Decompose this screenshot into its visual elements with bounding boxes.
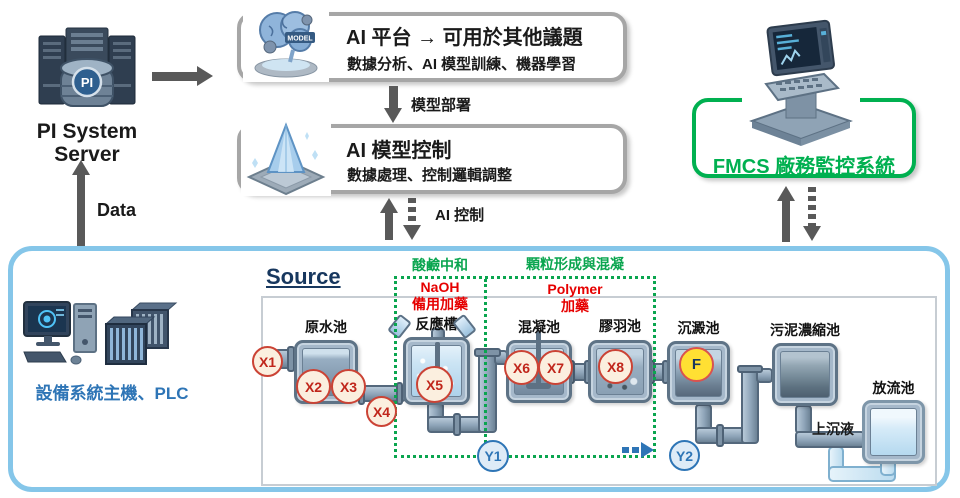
arrow-ai-control-up-head <box>380 198 398 213</box>
model-badge: MODEL <box>287 36 313 43</box>
tank-discharge <box>862 400 925 464</box>
arrow-ai-control-down <box>408 198 416 226</box>
pipe-flange <box>453 413 461 436</box>
zone2-chemical: Polymer <box>547 281 603 297</box>
plc-station-label: 設備系統主機、PLC <box>35 384 189 403</box>
ai-model-subtitle: 數據處理、控制邏輯調整 <box>347 167 513 184</box>
ai-platform-title: AI 平台 → 可用於其他議題 <box>346 27 583 49</box>
fmcs-console-icon <box>742 18 860 146</box>
tank-thickener <box>772 343 838 406</box>
tank-label-flocculation: 膠羽池 <box>599 318 641 334</box>
plc-icon <box>102 300 178 368</box>
zone2-action: 加藥 <box>561 298 589 314</box>
zone1-action: 備用加藥 <box>412 296 468 312</box>
model-deploy-label: 模型部署 <box>411 97 472 114</box>
arrow-data-head <box>72 160 90 175</box>
tank-label-thickener: 污泥濃縮池 <box>770 322 840 338</box>
zone2-label: 顆粒形成與混凝 <box>526 256 624 272</box>
arrow-fmcs-up-head <box>777 186 795 201</box>
workstation-icon <box>22 296 100 366</box>
pi-server-label: PI System Server <box>36 120 138 166</box>
pipe-thickener-down <box>795 405 812 434</box>
tank-label-discharge: 放流池 <box>872 380 915 396</box>
tank-label-raw: 原水池 <box>305 319 347 335</box>
sensor-marker-x8: X8 <box>598 349 633 384</box>
fmcs-label: FMCS 廠務監控系統 <box>712 156 896 178</box>
pipe-flange <box>737 365 763 373</box>
sensor-marker-x4: X4 <box>366 396 397 427</box>
data-label: Data <box>97 200 137 220</box>
pi-badge: PI <box>81 75 93 90</box>
arrow-pi-to-platform-head <box>197 66 213 86</box>
mixer-paddle-coag <box>526 383 551 389</box>
arrow-data <box>77 173 85 246</box>
arrow-pi-to-platform <box>152 72 198 81</box>
arrow-model-deploy-head <box>384 108 402 123</box>
y2-arrow-head <box>641 442 654 458</box>
sensor-marker-x6: X6 <box>504 350 539 385</box>
arrow-fmcs-down <box>808 187 816 227</box>
pipe-flange <box>474 348 501 357</box>
dosing-zone-divider <box>484 279 487 455</box>
zone1-chemical: NaOH <box>420 279 460 295</box>
tank-label-sedimentation: 沉澱池 <box>677 320 720 336</box>
sensor-marker-x7: X7 <box>538 350 573 385</box>
pi-server-icon: PI <box>36 24 138 118</box>
source-title: Source <box>266 264 341 289</box>
sensor-marker-x3: X3 <box>331 369 366 404</box>
arrow-fmcs-down-head <box>803 226 821 241</box>
ai-platform-subtitle: 數據分析、AI 模型訓練、機器學習 <box>347 56 577 73</box>
arrow-ai-control-down-head <box>403 225 421 240</box>
dosing-zone-outline <box>394 276 656 458</box>
output-marker-y2: Y2 <box>669 440 700 471</box>
sensor-marker-x1: X1 <box>252 346 283 377</box>
pipe-flange <box>716 424 724 447</box>
ai-crystal-icon <box>241 120 331 196</box>
pipe-flange <box>396 382 403 405</box>
ai-brain-icon: MODEL <box>243 2 329 82</box>
sensor-marker-x5: X5 <box>416 366 453 403</box>
arrow-ai-control-up <box>385 211 393 240</box>
arrow-fmcs-up <box>782 199 790 242</box>
zone1-label: 酸鹼中和 <box>412 257 468 273</box>
sensor-marker-x2: X2 <box>296 369 331 404</box>
supernatant-label: 上沉液 <box>812 421 854 437</box>
arrow-model-deploy <box>389 86 398 110</box>
tank-label-reaction: 反應槽 <box>415 316 458 332</box>
ai-model-title: AI 模型控制 <box>346 140 452 162</box>
y2-arrow-dash <box>632 447 639 453</box>
output-marker-y1: Y1 <box>477 440 509 472</box>
y2-arrow-dash <box>622 447 629 453</box>
tank-label-coagulation: 混凝池 <box>518 319 560 335</box>
ai-control-label: AI 控制 <box>435 207 485 224</box>
sensor-marker-f: F <box>679 347 714 382</box>
